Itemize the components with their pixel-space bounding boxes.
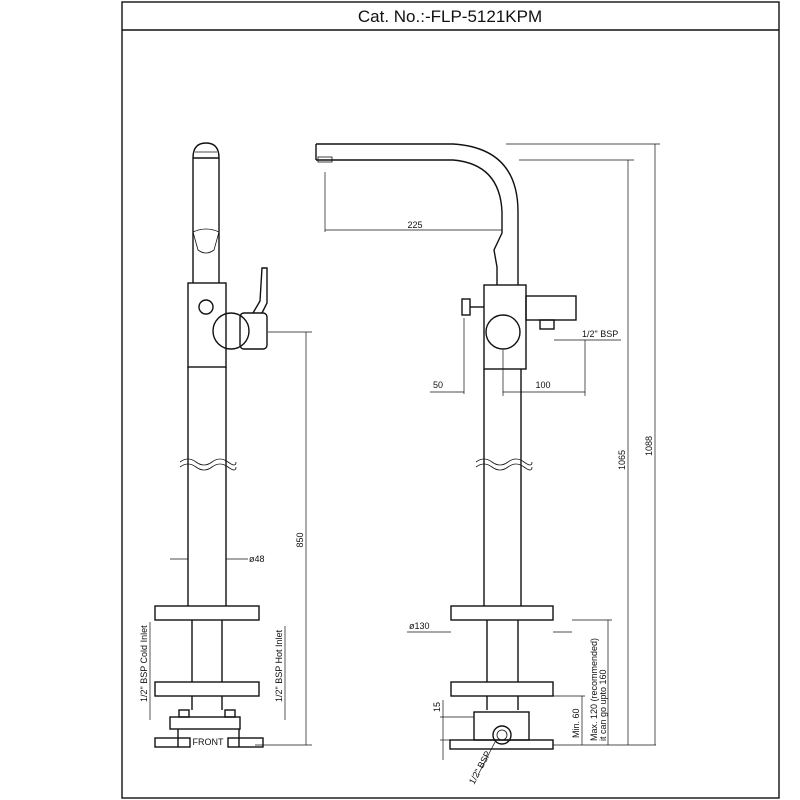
inlet-port	[492, 725, 512, 745]
diverter-pin	[461, 298, 471, 316]
side-body	[483, 284, 527, 370]
floor-flange-right	[227, 737, 264, 748]
escutcheon-upper	[154, 605, 260, 621]
catalog-title: Cat. No.:-FLP-5121KPM	[358, 7, 542, 26]
aerator	[317, 156, 333, 163]
outlet-bsp-label: 1/2" BSP	[582, 329, 618, 339]
break-line-side	[475, 458, 533, 466]
break-line-upper	[179, 458, 237, 466]
hand-shower-outlet	[539, 319, 555, 330]
front-label: FRONT	[193, 737, 224, 747]
dim-dia-48: ø48	[249, 554, 265, 564]
floor-flange-left	[154, 737, 191, 748]
dim-min-60: Min. 60	[571, 708, 581, 738]
side-escutcheon-upper	[450, 605, 554, 621]
spout-cap	[192, 142, 220, 159]
dim-max-120-line2: it can go upto 160	[598, 669, 608, 741]
sheet-border	[121, 1, 780, 799]
diverter-knob	[198, 299, 214, 315]
hot-inlet-label: 1/2" BSP Hot Inlet	[274, 629, 284, 702]
dim-max-120-line1: Max. 120 (recommended)	[589, 638, 599, 741]
escutcheon-lower	[154, 681, 260, 697]
dim-50: 50	[433, 380, 443, 390]
mixer-body	[187, 282, 227, 368]
outlet-arm	[525, 295, 577, 321]
side-escutcheon-lower	[450, 681, 554, 697]
dim-1065: 1065	[617, 450, 627, 470]
dim-dia-130: ø130	[409, 621, 430, 631]
spout-outlet	[192, 228, 220, 254]
spout-arm-outer	[316, 143, 519, 285]
dim-1088: 1088	[644, 436, 654, 456]
dim-100: 100	[535, 380, 550, 390]
base-plate	[169, 716, 241, 730]
dim-850: 850	[295, 532, 305, 547]
dim-15: 15	[432, 702, 442, 712]
front-view: FRONT 850 ø48 1/2" BSP Cold Inlet 1/2" B…	[139, 142, 312, 748]
handle-hub	[212, 312, 250, 350]
dim-225: 225	[407, 220, 422, 230]
side-handle-hub	[485, 314, 521, 350]
side-view: 225 50 100 1/2" BSP ø130 15 Min. 60 Max.…	[315, 143, 660, 786]
inlet-bsp-label: 1/2" BSP	[467, 749, 493, 786]
spout-arm-inner	[316, 159, 503, 285]
cold-inlet-label: 1/2" BSP Cold Inlet	[139, 625, 149, 702]
inlet-leader	[477, 741, 496, 776]
lever-handle	[252, 267, 268, 314]
